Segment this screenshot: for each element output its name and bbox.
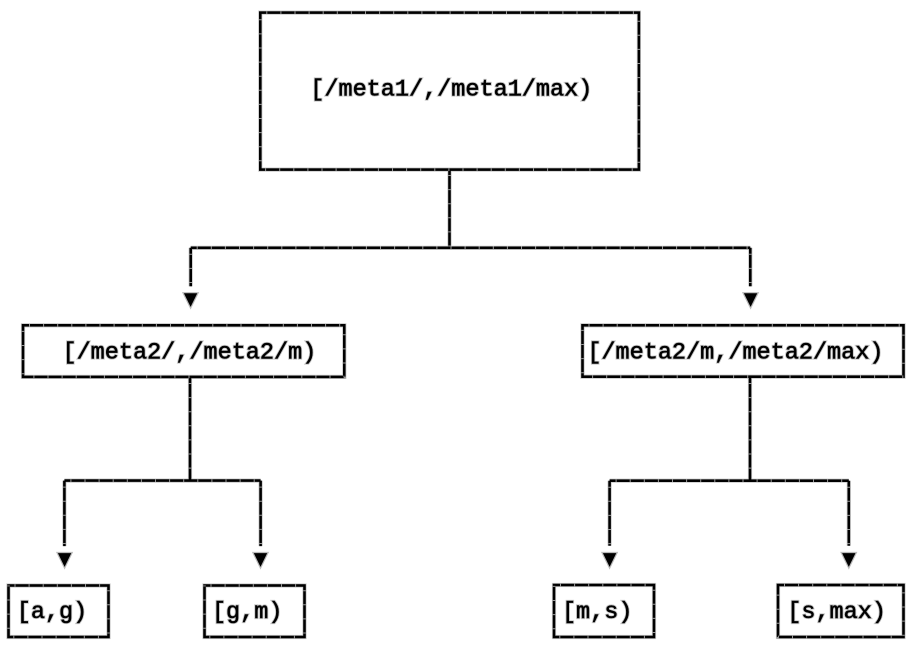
svg-text:[s,max): [s,max)	[787, 599, 886, 626]
svg-text:[s,max): [s,max)	[787, 599, 886, 626]
svg-text:[a,g): [a,g)	[17, 599, 88, 626]
svg-text:[m,s): [m,s)	[562, 599, 633, 626]
svg-text:[g,m): [g,m)	[212, 599, 283, 626]
svg-text:[a,g): [a,g)	[17, 599, 88, 626]
svg-text:[/meta2/,/meta2/m): [/meta2/,/meta2/m)	[62, 340, 316, 367]
svg-text:[/meta2/m,/meta2/max): [/meta2/m,/meta2/max)	[587, 340, 883, 367]
svg-text:[/meta2/m,/meta2/max): [/meta2/m,/meta2/max)	[587, 340, 883, 367]
svg-text:[/meta2/,/meta2/m): [/meta2/,/meta2/m)	[62, 340, 316, 367]
svg-text:[/meta1/,/meta1/max): [/meta1/,/meta1/max)	[310, 77, 592, 104]
svg-text:[g,m): [g,m)	[212, 599, 283, 626]
svg-text:[/meta1/,/meta1/max): [/meta1/,/meta1/max)	[310, 77, 592, 104]
svg-text:[m,s): [m,s)	[562, 599, 633, 626]
